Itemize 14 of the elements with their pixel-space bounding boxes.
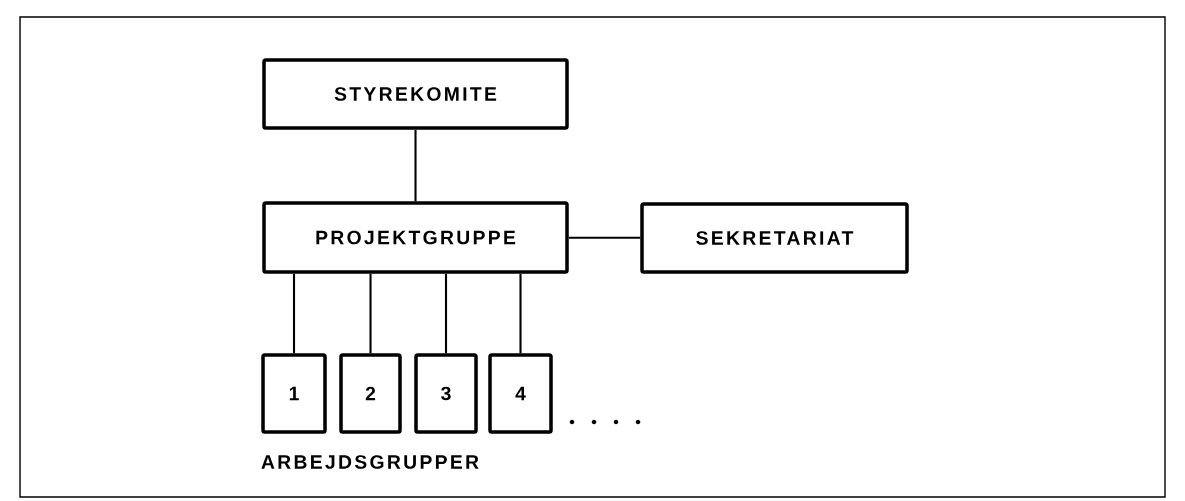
org-box: SEKRETARIAT bbox=[640, 202, 909, 274]
connector-line bbox=[414, 129, 417, 202]
group-label: ARBEJDSGRUPPER bbox=[261, 455, 479, 469]
group-box: 3 bbox=[414, 353, 478, 434]
group-box: 2 bbox=[339, 353, 402, 434]
connector-line bbox=[568, 236, 641, 239]
group-box: 1 bbox=[261, 353, 327, 434]
org-box: PROJEKTGRUPPE bbox=[262, 201, 569, 274]
org-box: STYREKOMITE bbox=[262, 58, 569, 130]
connector-line bbox=[444, 273, 448, 354]
group-box: 4 bbox=[488, 353, 553, 434]
connector-line bbox=[369, 273, 372, 354]
connector-line bbox=[292, 273, 296, 354]
connector-line bbox=[519, 273, 522, 354]
